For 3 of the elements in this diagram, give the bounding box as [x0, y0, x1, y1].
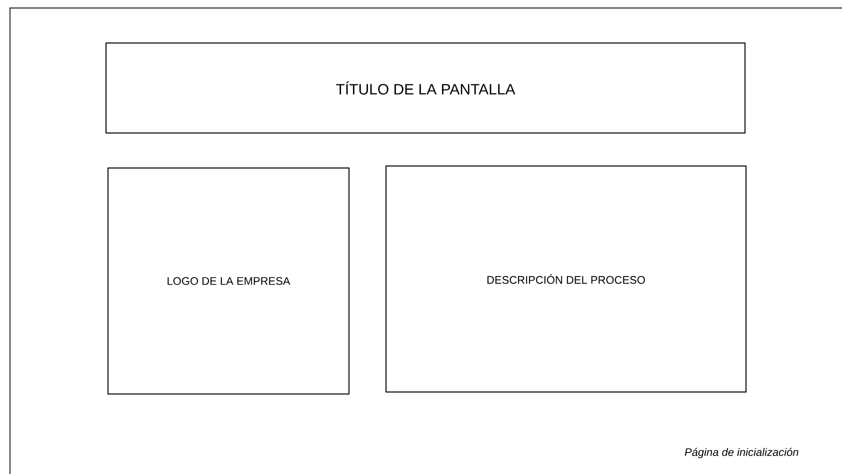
placeholder-box: LOGO DE LA EMPRESA	[108, 168, 350, 394]
description-box: DESCRIPCIÓN DEL PROCESO	[386, 166, 746, 392]
title-box: TÍTULO DE LA PANTALLA	[106, 42, 746, 134]
